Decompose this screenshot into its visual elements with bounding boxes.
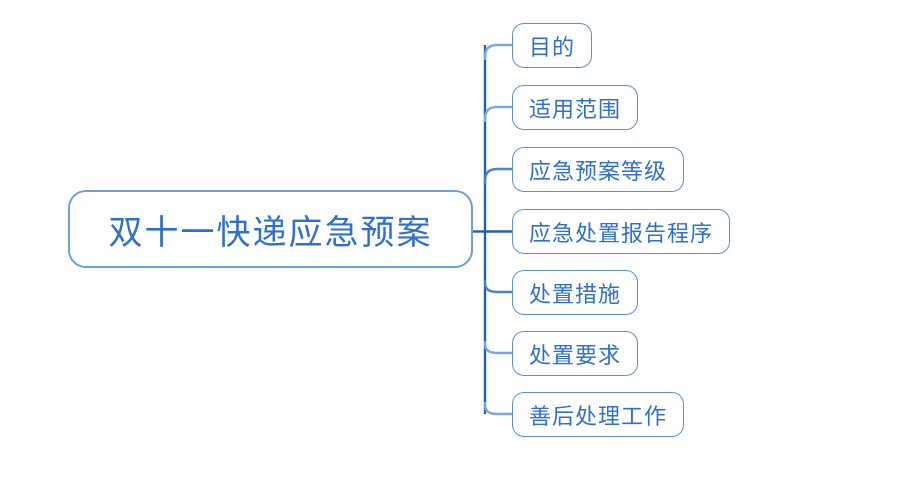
connector-branch-5 (483, 280, 512, 294)
connector-branch-1 (483, 43, 512, 60)
connector-branch-3 (483, 167, 512, 184)
child-node-2-label: 适用范围 (529, 97, 622, 123)
child-node-2[interactable]: 适用范围 (512, 85, 639, 130)
child-node-6[interactable]: 处置要求 (512, 331, 639, 376)
connector-branch-7 (483, 402, 512, 416)
connector-branch-6 (483, 341, 512, 355)
child-node-5[interactable]: 处置措施 (512, 270, 639, 315)
child-node-1-label: 目的 (529, 35, 576, 61)
child-node-1[interactable]: 目的 (512, 23, 593, 68)
connector-branch-2 (483, 105, 512, 122)
child-node-7[interactable]: 善后处理工作 (512, 392, 685, 437)
root-node[interactable]: 双十一快递应急预案 (68, 190, 473, 268)
child-node-5-label: 处置措施 (529, 282, 622, 308)
child-node-7-label: 善后处理工作 (529, 404, 668, 430)
child-node-4-label: 应急处置报告程序 (529, 221, 714, 247)
child-node-3[interactable]: 应急预案等级 (512, 147, 685, 192)
child-node-4[interactable]: 应急处置报告程序 (512, 209, 731, 254)
child-node-6-label: 处置要求 (529, 343, 622, 369)
child-node-3-label: 应急预案等级 (529, 159, 668, 185)
root-node-label: 双十一快递应急预案 (108, 212, 433, 253)
